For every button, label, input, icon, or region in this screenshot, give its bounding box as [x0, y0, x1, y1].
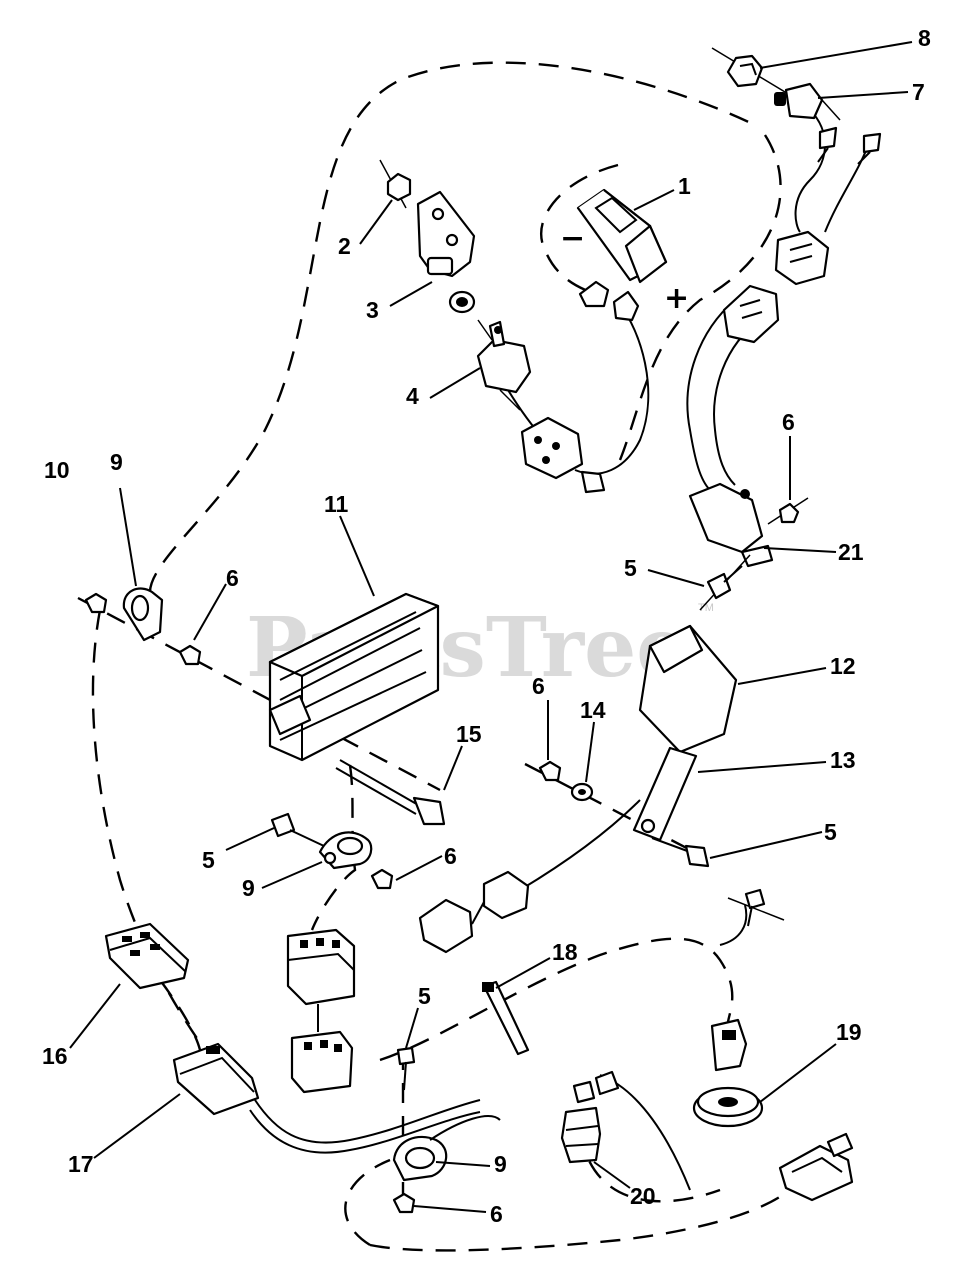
part-5-screw-a [699, 554, 751, 611]
callout-6-bottom: 6 [490, 1201, 503, 1227]
callout-3: 3 [366, 297, 379, 323]
sensor-connector [774, 230, 830, 286]
sensor-terminals [817, 126, 882, 165]
bottom-connector [778, 1132, 854, 1202]
cable-plug-to-coil [686, 299, 736, 491]
washer-ring [448, 290, 493, 341]
callout-10: 10 [44, 457, 70, 483]
callout-6-upper: 6 [782, 409, 795, 435]
callout-5-right: 5 [824, 819, 837, 845]
callout-6-mid: 6 [532, 673, 545, 699]
part-15-bolt [335, 759, 446, 826]
watermark-tm: TM [698, 602, 714, 614]
part-6-nut-e [392, 1192, 416, 1214]
coil-connector [722, 284, 780, 344]
part-1-battery-block [576, 188, 668, 284]
callout-7: 7 [912, 79, 925, 105]
callout-16: 16 [42, 1043, 68, 1069]
callout-6-left: 6 [226, 565, 239, 591]
callout-18: 18 [552, 939, 578, 965]
part-3-bracket [416, 190, 476, 278]
callout-4: 4 [406, 383, 419, 409]
cable-17-harness-2 [249, 1109, 481, 1154]
callout-21: 21 [838, 539, 864, 565]
callout-9-lower: 9 [494, 1151, 507, 1177]
callout-14: 14 [580, 697, 606, 723]
callout-12: 12 [830, 653, 856, 679]
callout-11: 11 [324, 491, 349, 517]
switch-connector [520, 416, 606, 494]
part-6-nut-d [370, 868, 394, 890]
callout-9-mid: 9 [242, 875, 255, 901]
part-17-connector [172, 1042, 260, 1116]
cable-20-out [599, 1074, 691, 1191]
cable-7-out-2 [824, 139, 871, 233]
leader-lines [69, 41, 913, 1213]
callout-8: 8 [918, 25, 931, 51]
part-5-screw-c [270, 812, 325, 847]
part-19-sensor [692, 1018, 764, 1128]
harness-plug-lower [290, 1004, 354, 1094]
part-9-clamp-b [318, 831, 373, 870]
callout-5-lower: 5 [418, 983, 431, 1009]
part-7-sensor [774, 82, 841, 121]
cable-plug-to-coil-2 [713, 319, 761, 486]
harness-mid-loop [379, 937, 734, 1062]
harness-lower-loop [369, 1179, 801, 1252]
callout-15: 15 [456, 721, 482, 747]
callout-20: 20 [630, 1183, 656, 1209]
polarity-minus: − [560, 221, 585, 256]
callout-2: 2 [338, 233, 351, 259]
harness-lower-left [344, 1158, 391, 1247]
part-8-nut [711, 47, 791, 96]
polarity-plus: + [664, 281, 689, 316]
callout-5-upper: 5 [624, 555, 637, 581]
harness-reg-down [310, 764, 357, 931]
callout-17: 17 [68, 1151, 94, 1177]
part-6-nut-c [538, 760, 562, 782]
part-4-key-switch [476, 320, 532, 411]
part-18-cable-tie [482, 980, 530, 1056]
part-10-nut [84, 592, 108, 614]
part-13-bracket [632, 746, 698, 842]
harness-outer-loop [148, 61, 756, 593]
callout-5-left: 5 [202, 847, 215, 873]
part-21-coil [688, 482, 774, 568]
part-11-regulator [268, 592, 440, 762]
callout-labels: 8 7 1 2 3 4 6 21 5 10 9 6 11 12 6 14 15 … [42, 25, 931, 1227]
harness-battery-loop [539, 163, 619, 297]
callout-13: 13 [830, 747, 856, 773]
part-2-nut [379, 159, 412, 209]
part-5-screw-b [651, 837, 710, 868]
harness-right-run [618, 134, 782, 461]
cable-7-out [794, 109, 826, 233]
cable-relay-to-13 [519, 799, 641, 891]
part-5-screw-d [396, 1046, 416, 1091]
relay-connector-pair [418, 870, 530, 954]
part-16-connector [104, 922, 190, 990]
callout-19: 19 [836, 1019, 862, 1045]
harness-16-17 [159, 979, 202, 1051]
part-6-nut-a [767, 497, 809, 525]
part-9-clamp-a [122, 587, 164, 642]
part-12-relay [638, 624, 738, 754]
callout-1: 1 [678, 173, 691, 199]
callout-6-lower-mid: 6 [444, 843, 457, 869]
harness-plug-upper [286, 928, 356, 1006]
cable-17-harness [254, 1099, 481, 1144]
part-9-clamp-c [392, 1115, 501, 1182]
part-20-switch [560, 1070, 620, 1164]
callout-9-upper: 9 [110, 449, 123, 475]
part-6-nut-b [178, 644, 202, 666]
ground-terminal [727, 888, 785, 927]
battery-terminals [578, 280, 640, 322]
harness-20-loop [578, 1129, 721, 1203]
part-14-washer [570, 782, 594, 802]
